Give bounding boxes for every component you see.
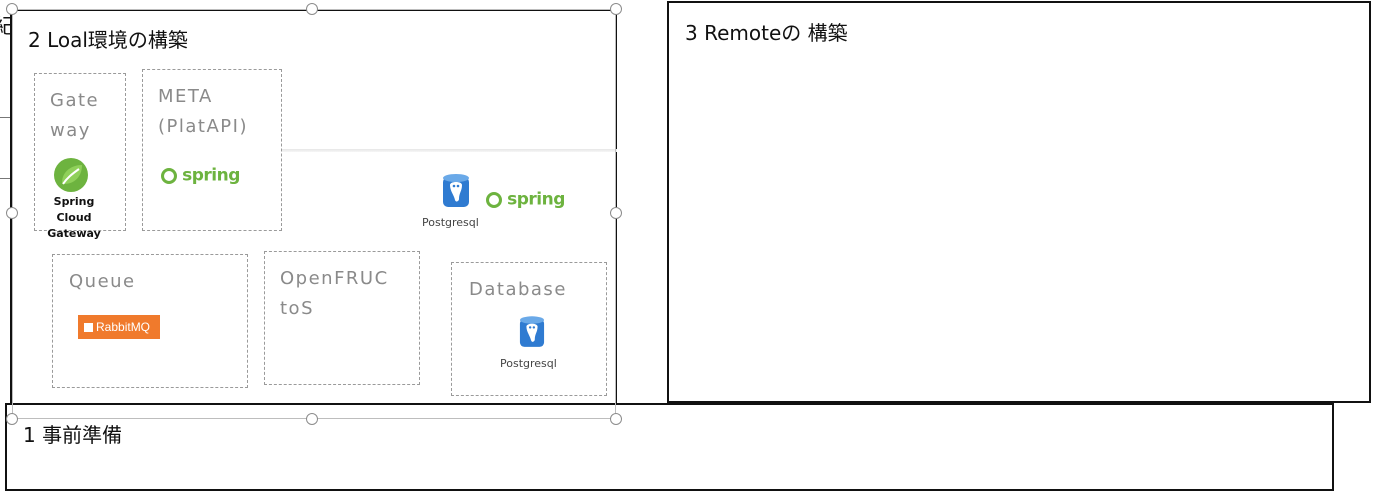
meta-to-remote-line (282, 149, 617, 152)
queue-box[interactable]: Queue RabbitMQ (52, 254, 248, 388)
rabbitmq-logo: RabbitMQ (78, 315, 160, 339)
local-section[interactable]: 2 Loal環境の構築 Gate way Spring Cloud Gatewa… (10, 9, 617, 405)
database-postgres-text: Postgresql (500, 357, 557, 370)
resize-handle-middle-left[interactable] (6, 207, 18, 219)
prep-section-title: 1 事前準備 (23, 423, 123, 447)
resize-handle-middle-right[interactable] (610, 207, 622, 219)
meta-box[interactable]: META (PlatAPI) spring (142, 69, 282, 231)
rabbitmq-text: RabbitMQ (96, 320, 151, 334)
resize-handle-bottom-right[interactable] (610, 413, 622, 425)
openfrucos-label: OpenFRUC toS (280, 268, 389, 319)
postgres-db-icon (519, 315, 545, 351)
gateway-box[interactable]: Gate way (34, 73, 126, 231)
openfrucos-box[interactable]: OpenFRUC toS (264, 251, 420, 385)
spring-word: spring (507, 189, 565, 210)
spring-leaf-icon (486, 191, 502, 208)
meta-label: META (PlatAPI) (158, 86, 248, 137)
prep-section[interactable]: 1 事前準備 (5, 403, 1334, 491)
queue-label: Queue (69, 271, 136, 292)
resize-handle-bottom-middle[interactable] (306, 413, 318, 425)
database-box[interactable]: Database Postgresql (451, 262, 607, 396)
spring-cloud-leaf-icon (52, 155, 90, 193)
remote-section-title: 3 Remoteの 構築 (685, 21, 848, 45)
resize-handle-top-left[interactable] (6, 3, 18, 15)
remote-section[interactable]: 3 Remoteの 構築 (667, 1, 1371, 403)
database-label: Database (469, 279, 567, 300)
resize-handle-bottom-left[interactable] (6, 413, 18, 425)
spring-logo: spring (161, 165, 240, 187)
floating-spring-logo: spring (486, 189, 565, 211)
spring-cloud-gateway-text: Spring Cloud Gateway (47, 195, 101, 240)
rabbit-icon (84, 323, 93, 332)
resize-handle-top-middle[interactable] (306, 3, 318, 15)
floating-postgres-text: Postgresql (422, 216, 479, 229)
resize-handle-top-right[interactable] (610, 3, 622, 15)
postgres-db-icon (442, 173, 470, 211)
local-section-title: 2 Loal環境の構築 (28, 28, 188, 52)
spring-word: spring (182, 165, 240, 186)
spring-leaf-icon (161, 167, 177, 184)
gateway-label: Gate way (50, 90, 100, 141)
